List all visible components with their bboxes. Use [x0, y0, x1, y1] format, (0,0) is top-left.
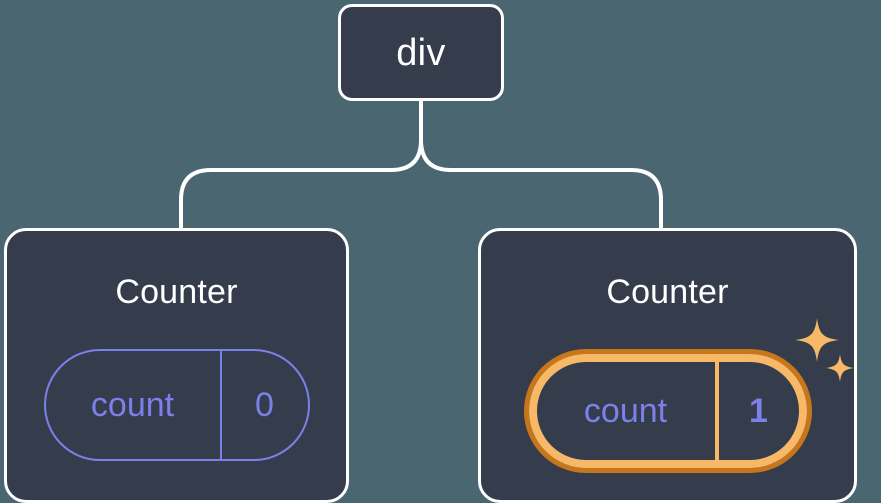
- counter-right-title: Counter: [606, 273, 729, 311]
- state-pill-count-0[interactable]: count 0: [43, 349, 310, 461]
- state-pill-count-1-highlighted[interactable]: count 1: [523, 349, 812, 473]
- edge-root-to-right: [419, 99, 663, 230]
- state-value-label: 1: [749, 391, 768, 430]
- counter-left-title: Counter: [115, 273, 238, 311]
- state-key-label: count: [46, 351, 222, 459]
- state-pill-inner: count 1: [528, 354, 807, 468]
- node-root-div[interactable]: div: [338, 4, 504, 101]
- state-value-label: 0: [255, 385, 274, 424]
- counter-left-state-wrap: count 0: [7, 349, 346, 461]
- state-key-label: count: [537, 362, 719, 460]
- node-counter-left[interactable]: Counter count 0: [4, 228, 349, 503]
- edge-root-to-left: [179, 99, 423, 230]
- node-counter-right[interactable]: Counter count 1: [478, 228, 857, 503]
- node-root-label: div: [396, 31, 446, 74]
- counter-right-state-wrap: count 1: [481, 349, 854, 473]
